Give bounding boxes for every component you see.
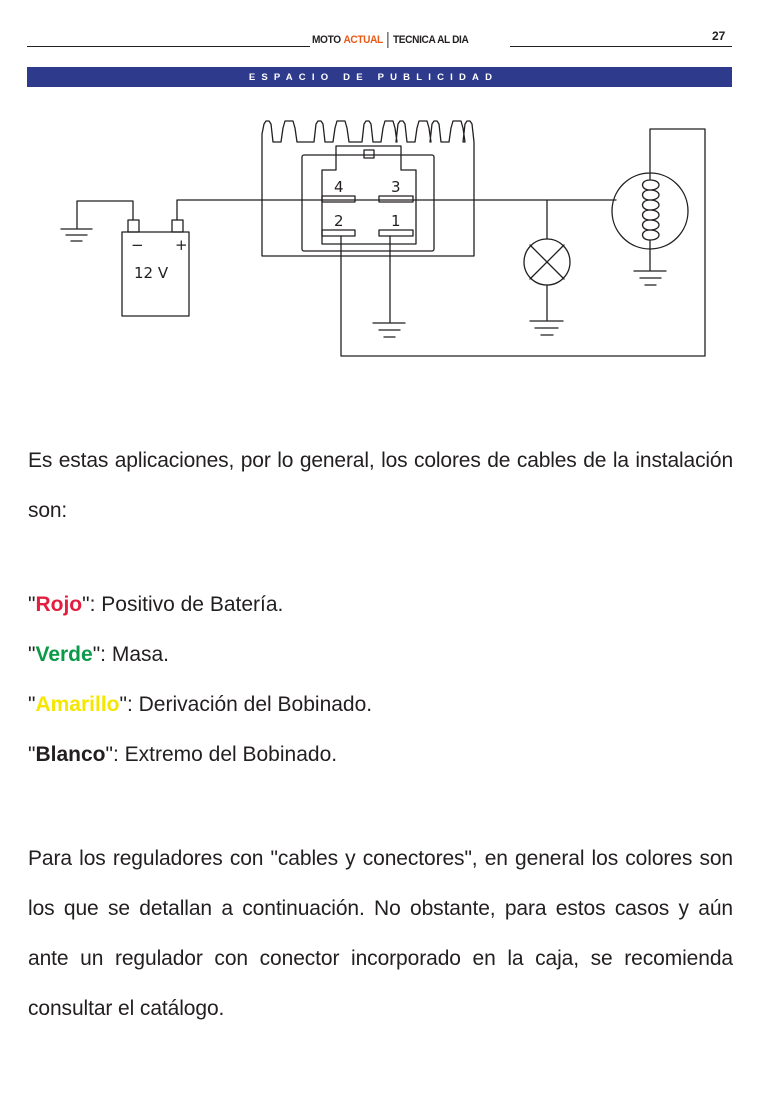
wire-legend-item: "Blanco": Extremo del Bobinado. xyxy=(28,743,338,766)
battery-minus-label: − xyxy=(131,236,144,254)
wire-legend-item: "Rojo": Positivo de Batería. xyxy=(28,593,284,616)
wiring-diagram-svg: 4 3 2 1 − + 12 V xyxy=(60,120,706,357)
battery-voltage-label: 12 V xyxy=(134,264,169,282)
intro-paragraph: Es estas aplicaciones, por lo general, l… xyxy=(28,449,733,522)
brand-actual: ACTUAL xyxy=(343,34,383,46)
ground-symbol-stator xyxy=(633,270,667,286)
connector-housing xyxy=(301,154,435,252)
alternator-stator xyxy=(611,172,689,250)
ad-space-label: ESPACIO DE PUBLICIDAD xyxy=(248,71,499,83)
connector-key-outline xyxy=(321,145,417,245)
connector-latch xyxy=(363,149,375,159)
battery-body xyxy=(121,231,190,317)
wire-legend-item: "Amarillo": Derivación del Bobinado. xyxy=(28,693,373,716)
terminal-3-label: 3 xyxy=(391,178,401,196)
magazine-brand: MOTO ACTUAL TECNICA AL DIA xyxy=(312,31,469,49)
ground-symbol-pin1 xyxy=(372,322,406,338)
battery-negative-post xyxy=(127,219,140,233)
wire-description: : Positivo de Batería. xyxy=(89,593,284,616)
wire-legend-item: "Verde": Masa. xyxy=(28,643,170,666)
catalog-note-paragraph: Para los reguladores con "cables y conec… xyxy=(28,847,733,1020)
regulator-wiring-diagram: 4 3 2 1 − + 12 V xyxy=(0,0,779,400)
header-rule-right xyxy=(510,46,732,47)
battery-plus-label: + xyxy=(175,236,188,254)
wire-description: : Derivación del Bobinado. xyxy=(126,693,373,716)
header-rule-left xyxy=(27,46,310,47)
ad-space-banner: ESPACIO DE PUBLICIDAD xyxy=(27,67,732,87)
wire-color-name: Blanco xyxy=(35,743,106,766)
terminal-2-label: 2 xyxy=(334,212,344,230)
wire-color-name: Verde xyxy=(35,643,93,666)
wire-description: : Extremo del Bobinado. xyxy=(112,743,338,766)
terminal-4-label: 4 xyxy=(334,178,344,196)
battery-positive-post xyxy=(171,219,184,233)
section-title: TECNICA AL DIA xyxy=(392,34,469,46)
regulator-heatsink xyxy=(261,120,475,257)
terminal-2-pin xyxy=(321,229,356,237)
stator-winding xyxy=(641,172,660,250)
lamp-cross xyxy=(529,244,565,280)
terminal-4-pin xyxy=(321,195,356,203)
wire-description: : Masa. xyxy=(100,643,170,666)
terminal-3-pin xyxy=(378,195,414,203)
brand-separator xyxy=(387,32,389,48)
wire-battery-positive xyxy=(176,199,617,221)
terminal-1-label: 1 xyxy=(391,212,401,230)
wire-pin2-loop xyxy=(340,128,706,357)
ground-symbol-lamp xyxy=(529,320,564,336)
wire-color-name: Amarillo xyxy=(35,693,120,716)
terminal-1-pin xyxy=(378,229,414,237)
brand-moto: MOTO xyxy=(312,34,341,46)
wire-battery-negative xyxy=(76,200,134,229)
page-number: 27 xyxy=(712,29,726,43)
wire-color-name: Rojo xyxy=(35,593,83,616)
ground-symbol-battery xyxy=(60,228,93,242)
